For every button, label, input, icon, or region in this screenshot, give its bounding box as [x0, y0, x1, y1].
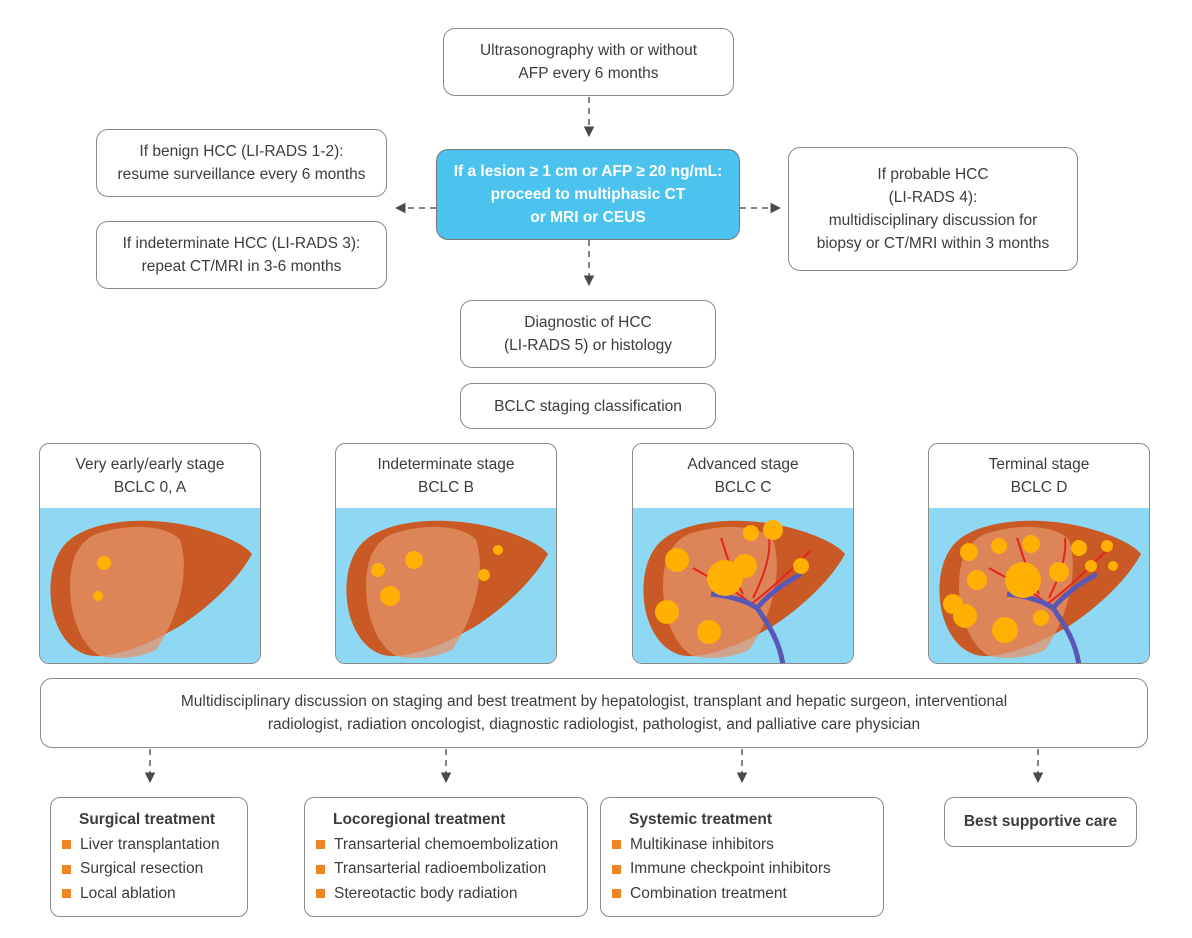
bullet-icon: [316, 840, 325, 850]
liver-intermediate-icon: [346, 520, 548, 658]
bullet-icon: [316, 889, 325, 899]
stage-header: Indeterminate stage BCLC B: [377, 456, 515, 496]
liver-advanced-icon: [643, 520, 845, 663]
staging-box: BCLC staging classification: [460, 383, 716, 429]
treatment-item: Transarterial chemoembolization: [316, 833, 587, 858]
treatment-item: Surgical resection: [62, 857, 247, 882]
probable-box: If probable HCC (LI-RADS 4): multidiscip…: [788, 147, 1078, 271]
stage-panel-intermediate: Indeterminate stage BCLC B: [335, 443, 557, 664]
treatment-title: Locoregional treatment: [333, 811, 506, 828]
bullet-icon: [62, 840, 71, 850]
treatment-item: Stereotactic body radiation: [316, 882, 587, 907]
screening-box: Ultrasonography with or without AFP ever…: [443, 28, 734, 96]
stage-header: Terminal stage BCLC D: [988, 456, 1090, 496]
liver-terminal-icon: [939, 520, 1141, 663]
stage-panel-advanced: Advanced stage BCLC C: [632, 443, 854, 664]
supportive-care-box: Best supportive care: [944, 797, 1137, 847]
systemic-treatment-box: Systemic treatment Multikinase inhibitor…: [600, 797, 884, 917]
bullet-icon: [612, 864, 621, 874]
liver-illustration-terminal: [929, 508, 1149, 663]
lesion-criteria-box: If a lesion ≥ 1 cm or AFP ≥ 20 ng/mL: pr…: [436, 149, 740, 240]
bullet-icon: [612, 840, 621, 850]
indeterminate-box: If indeterminate HCC (LI-RADS 3): repeat…: [96, 221, 387, 289]
stage-panel-terminal: Terminal stage BCLC D: [928, 443, 1150, 664]
bullet-icon: [316, 864, 325, 874]
mdt-box: Multidisciplinary discussion on staging …: [40, 678, 1148, 748]
stage-panel-early: Very early/early stage BCLC 0, A: [39, 443, 261, 664]
bullet-icon: [62, 864, 71, 874]
liver-illustration-intermediate: [336, 508, 556, 663]
bullet-icon: [62, 889, 71, 899]
treatment-item: Multikinase inhibitors: [612, 833, 883, 858]
treatment-item: Local ablation: [62, 882, 247, 907]
treatment-title: Systemic treatment: [629, 811, 773, 828]
surgical-treatment-box: Surgical treatment Liver transplantation…: [50, 797, 248, 917]
stage-header: Advanced stage BCLC C: [687, 456, 799, 496]
treatment-title: Best supportive care: [963, 812, 1118, 830]
treatment-item: Combination treatment: [612, 882, 883, 907]
treatment-item: Immune checkpoint inhibitors: [612, 857, 883, 882]
liver-illustration-advanced: [633, 508, 853, 663]
treatment-title: Surgical treatment: [79, 811, 216, 828]
liver-illustration-early: [40, 508, 260, 663]
liver-early-icon: [50, 520, 252, 658]
diagnostic-box: Diagnostic of HCC (LI-RADS 5) or histolo…: [460, 300, 716, 368]
stage-header: Very early/early stage BCLC 0, A: [75, 456, 225, 496]
bullet-icon: [612, 889, 621, 899]
locoregional-treatment-box: Locoregional treatment Transarterial che…: [304, 797, 588, 917]
treatment-item: Transarterial radioembolization: [316, 857, 587, 882]
treatment-item: Liver transplantation: [62, 833, 247, 858]
benign-box: If benign HCC (LI-RADS 1-2): resume surv…: [96, 129, 387, 197]
